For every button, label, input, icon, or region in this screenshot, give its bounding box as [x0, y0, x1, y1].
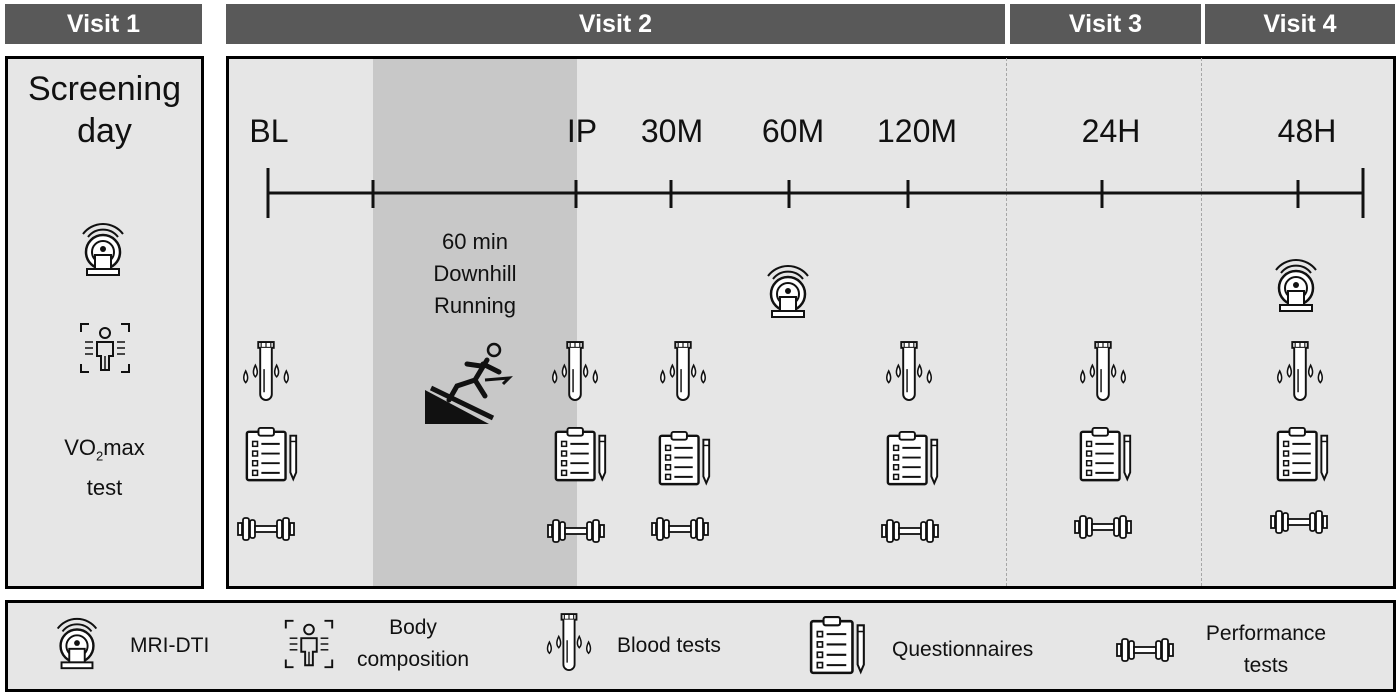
legend-performance-label: Performance tests — [1196, 618, 1336, 682]
vo2max-line1: VO2max — [5, 432, 204, 472]
blood-test-icon — [1074, 340, 1132, 404]
visit-4-divider — [1201, 58, 1202, 586]
questionnaire-icon — [1274, 426, 1332, 484]
mri-icon — [1266, 256, 1326, 316]
treadmill-runner-icon — [425, 342, 513, 424]
timeline-axis — [266, 168, 1365, 218]
timepoint-ip: IP — [566, 113, 598, 149]
questionnaire-icon — [656, 430, 714, 488]
mri-icon — [73, 220, 133, 280]
blood-test-icon — [654, 340, 712, 404]
blood-test-icon — [880, 340, 938, 404]
visit-2-header: Visit 2 — [226, 4, 1005, 44]
dumbbell-icon — [236, 514, 296, 544]
legend-blood-label: Blood tests — [617, 634, 721, 657]
dumbbell-icon — [650, 514, 710, 544]
questionnaire-icon — [884, 430, 942, 488]
legend-body-composition-icon — [280, 615, 338, 673]
legend-body-label: Body composition — [353, 612, 473, 676]
mri-icon — [758, 262, 818, 322]
screening-title-line2: day — [77, 112, 132, 150]
legend-questionnaire-icon — [807, 615, 869, 677]
legend-performance-line2: tests — [1243, 654, 1289, 677]
legend-mri-icon — [48, 615, 106, 673]
legend-mri-label: MRI-DTI — [130, 634, 210, 657]
blood-test-icon — [237, 340, 295, 404]
exercise-label: 60 min Downhill Running — [373, 226, 577, 322]
dumbbell-icon — [880, 516, 940, 546]
dumbbell-icon — [1073, 512, 1133, 542]
questionnaire-icon — [552, 426, 610, 484]
dumbbell-icon — [546, 516, 606, 546]
timepoint-48h: 48H — [1277, 113, 1337, 149]
questionnaire-icon — [1077, 426, 1135, 484]
vo2-suffix: max — [103, 435, 145, 460]
visit-3-divider — [1006, 58, 1007, 586]
screening-panel — [5, 56, 204, 589]
timepoint-24h: 24H — [1081, 113, 1141, 149]
legend-body-line1: Body — [389, 616, 437, 639]
blood-test-icon — [1271, 340, 1329, 404]
timepoint-120m: 120M — [876, 113, 958, 149]
screening-title-line1: Screening — [27, 70, 182, 108]
visit-1-header: Visit 1 — [5, 4, 202, 44]
timepoint-30m: 30M — [640, 113, 704, 149]
timepoint-bl: BL — [249, 113, 289, 149]
legend-questionnaire-label: Questionnaires — [892, 638, 1034, 661]
body-composition-icon — [75, 318, 135, 378]
visit-3-header: Visit 3 — [1010, 4, 1201, 44]
legend-performance-line1: Performance — [1205, 622, 1327, 645]
vo2-subscript: 2 — [96, 448, 104, 464]
vo2-prefix: VO — [64, 435, 96, 460]
timepoint-60m: 60M — [761, 113, 825, 149]
legend-body-line2: composition — [356, 648, 470, 671]
screening-title: Screening day — [5, 68, 204, 152]
vo2max-line2: test — [86, 475, 123, 501]
legend-blood-test-icon — [541, 612, 597, 674]
exercise-shading — [373, 59, 577, 586]
blood-test-icon — [546, 340, 604, 404]
exercise-line1: 60 min — [441, 229, 509, 254]
vo2max-label: VO2max test — [5, 432, 204, 504]
questionnaire-icon — [243, 426, 301, 484]
dumbbell-icon — [1269, 507, 1329, 537]
visit-4-header: Visit 4 — [1205, 4, 1395, 44]
exercise-line2: Downhill — [433, 261, 517, 286]
exercise-line3: Running — [434, 293, 516, 318]
legend-dumbbell-icon — [1115, 635, 1175, 665]
